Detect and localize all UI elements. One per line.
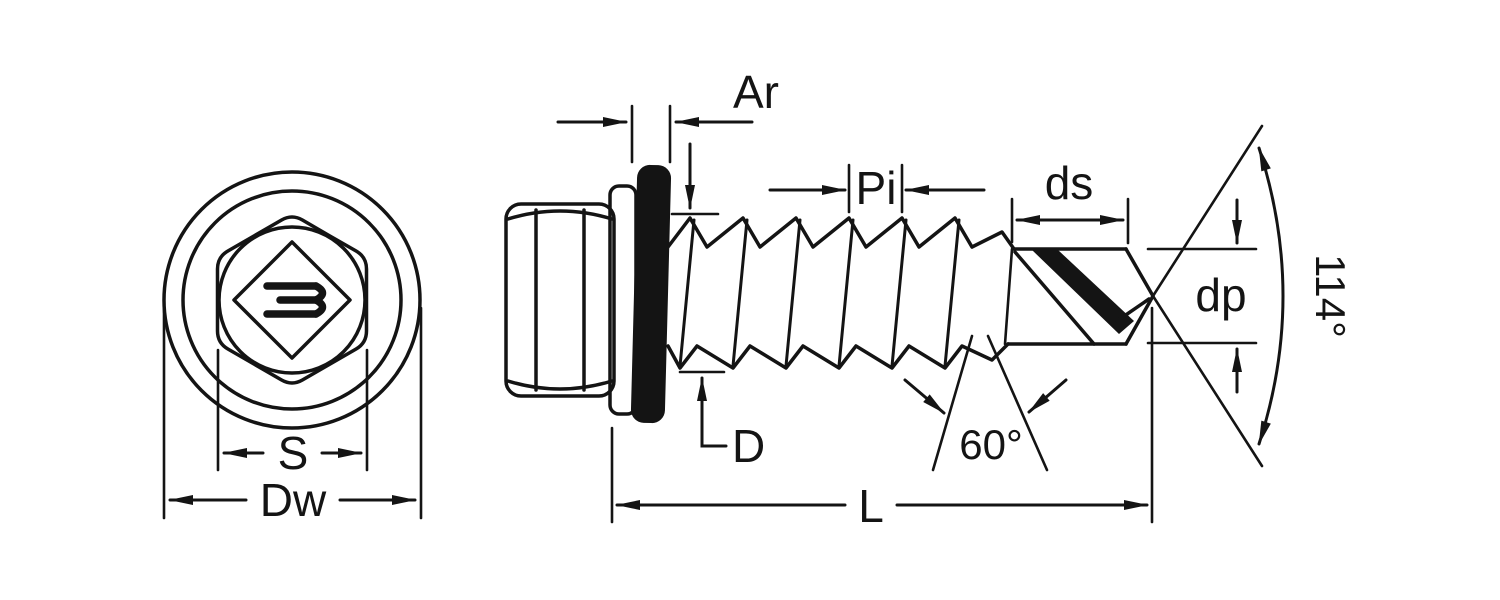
drill-flute <box>1032 250 1134 334</box>
pi-label: Pi <box>856 162 897 214</box>
dim-l: L <box>610 306 1154 532</box>
dim-s: S <box>216 348 369 479</box>
thread-profile <box>666 216 1016 370</box>
dw-label: Dw <box>260 474 327 526</box>
dim-dp: dp <box>1146 198 1258 394</box>
side-view <box>504 164 1155 424</box>
l-label: L <box>858 480 884 532</box>
ds-label: ds <box>1045 157 1094 209</box>
thread-helix-lines <box>678 218 961 368</box>
dim-point-angle: 114° <box>1151 124 1354 468</box>
dim-d: D <box>670 142 765 472</box>
d-label: D <box>732 420 765 472</box>
epdm-gasket <box>630 164 672 424</box>
flange-outer-circle <box>162 170 422 430</box>
drill-point <box>1003 247 1155 346</box>
ar-label: Ar <box>733 66 779 118</box>
dimensions: Ar D Pi ds <box>556 66 1354 532</box>
head-bearing-circle <box>217 225 367 375</box>
washer-circle <box>181 189 403 411</box>
s-label: S <box>278 427 309 479</box>
dim-thread-angle: 60° <box>903 334 1068 472</box>
brand-diamond <box>232 240 352 360</box>
dim-ar: Ar <box>556 66 779 164</box>
dp-label: dp <box>1195 269 1246 321</box>
dim-ds: ds <box>1010 157 1130 245</box>
dim-dw: Dw <box>162 306 423 526</box>
dim-pi: Pi <box>768 162 986 214</box>
hex-head-side <box>504 202 616 398</box>
thread-angle-label: 60° <box>959 421 1023 468</box>
zubr-diamond-logo-icon <box>263 282 327 318</box>
front-view: S Dw <box>162 170 423 526</box>
point-angle-label: 114° <box>1307 254 1354 338</box>
